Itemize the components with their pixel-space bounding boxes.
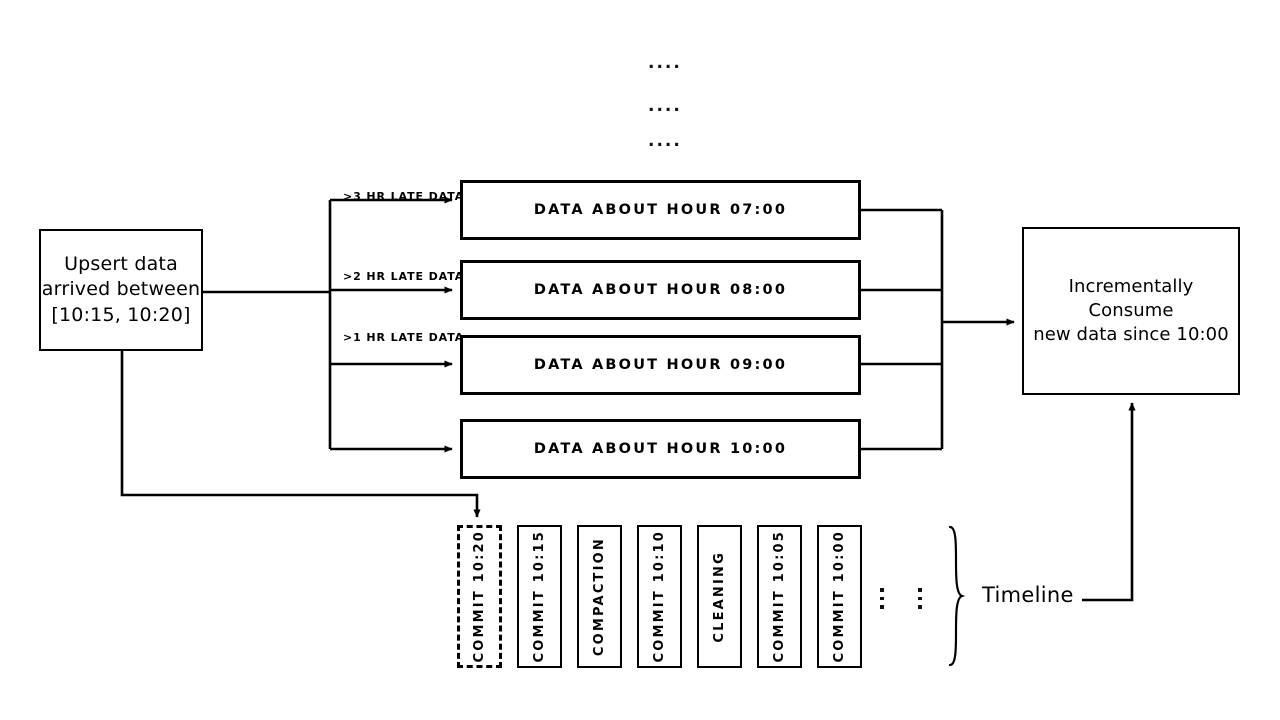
- upsert-line-1: Upsert data: [64, 253, 178, 276]
- incremental-consumer-text: Incrementally Consume new data since 10:…: [1024, 275, 1238, 347]
- commit-box-10-10[interactable]: COMMIT 10:10: [637, 525, 682, 668]
- commit-box-10-15[interactable]: COMMIT 10:15: [517, 525, 562, 668]
- edge-label-2hr-late: >2 HR LATE DATA: [343, 270, 465, 283]
- commit-label-10-10: COMMIT 10:10: [652, 530, 667, 663]
- upsert-source-box[interactable]: Upsert data arrived between [10:15, 10:2…: [39, 229, 203, 351]
- commit-box-10-05[interactable]: COMMIT 10:05: [757, 525, 802, 668]
- timeline-brace: [948, 525, 966, 667]
- top-ellipsis-2: ....: [648, 96, 682, 116]
- commit-label-10-15: COMMIT 10:15: [532, 530, 547, 663]
- upsert-line-3: [10:15, 10:20]: [51, 303, 191, 326]
- consumer-line-2: new data since 10:00: [1033, 324, 1229, 346]
- hour-partition-label-08: DATA ABOUT HOUR 08:00: [533, 282, 788, 298]
- commit-label-cleaning: CLEANING: [712, 550, 727, 643]
- hour-partition-box-09[interactable]: DATA ABOUT HOUR 09:00: [460, 335, 861, 395]
- wire-source-to-commit: [120, 351, 481, 518]
- commit-label-compaction: COMPACTION: [592, 536, 607, 657]
- commit-label-10-20: COMMIT 10:20: [472, 530, 487, 663]
- top-ellipsis-1: ....: [648, 53, 682, 73]
- hour-partition-box-07[interactable]: DATA ABOUT HOUR 07:00: [460, 180, 861, 240]
- incremental-consumer-box[interactable]: Incrementally Consume new data since 10:…: [1022, 227, 1240, 395]
- timeline-ellipsis-2: [918, 588, 922, 609]
- timeline-caption: Timeline: [982, 583, 1074, 607]
- top-ellipsis-3: ....: [648, 131, 682, 151]
- edge-label-1hr-late: >1 HR LATE DATA: [343, 331, 465, 344]
- commit-label-10-00: COMMIT 10:00: [832, 530, 847, 663]
- upsert-source-text: Upsert data arrived between [10:15, 10:2…: [42, 252, 200, 327]
- commit-box-compaction[interactable]: COMPACTION: [577, 525, 622, 668]
- hour-partition-label-09: DATA ABOUT HOUR 09:00: [533, 357, 788, 373]
- edge-label-3hr-late: >3 HR LATE DATA: [343, 190, 465, 203]
- commit-box-10-00[interactable]: COMMIT 10:00: [817, 525, 862, 668]
- hour-partition-box-08[interactable]: DATA ABOUT HOUR 08:00: [460, 260, 861, 320]
- consumer-line-1: Incrementally Consume: [1068, 275, 1194, 321]
- commit-label-10-05: COMMIT 10:05: [772, 530, 787, 663]
- hour-partition-label-10: DATA ABOUT HOUR 10:00: [533, 441, 788, 457]
- hour-partition-label-07: DATA ABOUT HOUR 07:00: [533, 202, 788, 218]
- timeline-ellipsis-1: [880, 588, 884, 609]
- commit-box-cleaning[interactable]: CLEANING: [697, 525, 742, 668]
- hour-partition-box-10[interactable]: DATA ABOUT HOUR 10:00: [460, 419, 861, 479]
- wire-timeline-to-consumer: [1082, 402, 1136, 602]
- commit-box-10-20[interactable]: COMMIT 10:20: [457, 525, 502, 668]
- upsert-line-2: arrived between: [41, 278, 201, 301]
